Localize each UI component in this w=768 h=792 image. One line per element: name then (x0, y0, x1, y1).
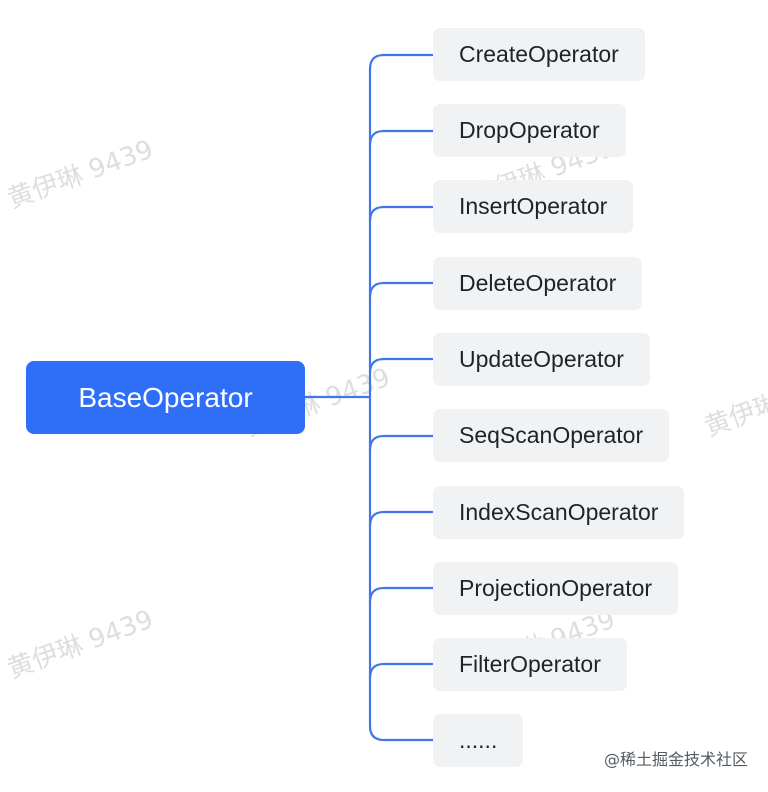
node-ellipsis: ...... (433, 714, 524, 767)
branch-connector (368, 434, 435, 452)
branch-connector (368, 205, 435, 223)
node-insert-operator: InsertOperator (433, 180, 634, 233)
site-watermark: @稀土掘金技术社区 (603, 750, 748, 769)
branch-connector (368, 129, 435, 147)
base-operator-node: BaseOperator (26, 361, 305, 434)
branch-connector (368, 53, 435, 71)
branch-connector (368, 662, 435, 680)
node-update-operator: UpdateOperator (433, 333, 650, 386)
node-label: FilterOperator (459, 651, 601, 677)
branch-connector (368, 586, 435, 604)
node-label: DropOperator (459, 117, 600, 143)
node-projection-operator: ProjectionOperator (433, 562, 679, 615)
node-filter-operator: FilterOperator (433, 638, 627, 691)
node-create-operator: CreateOperator (433, 28, 645, 81)
node-seqscan-operator: SeqScanOperator (433, 409, 670, 462)
node-label: DeleteOperator (459, 270, 617, 296)
node-label: ...... (459, 727, 498, 753)
branch-connector (368, 281, 435, 299)
node-indexscan-operator: IndexScanOperator (433, 486, 685, 539)
node-label: IndexScanOperator (459, 499, 659, 525)
node-label: ProjectionOperator (459, 575, 653, 601)
branch-connector (368, 357, 435, 375)
node-label: InsertOperator (459, 193, 608, 219)
branch-connector (368, 510, 435, 528)
branch-connector (368, 724, 435, 742)
node-drop-operator: DropOperator (433, 104, 626, 157)
node-delete-operator: DeleteOperator (433, 257, 643, 310)
node-label: UpdateOperator (459, 346, 624, 372)
node-label: CreateOperator (459, 41, 619, 67)
node-label: BaseOperator (78, 382, 253, 413)
node-label: SeqScanOperator (459, 422, 644, 448)
